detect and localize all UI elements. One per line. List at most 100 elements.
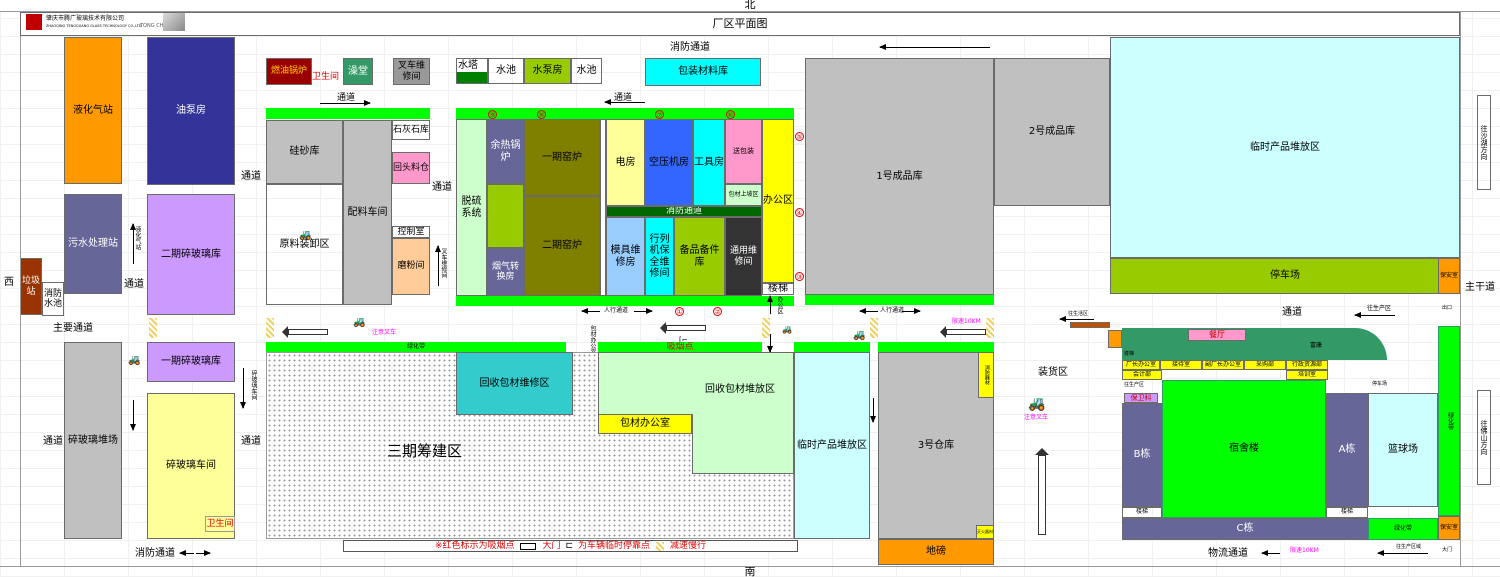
desulfurization-label: 脱硫系统	[461, 196, 482, 219]
office-vertical: 办公区	[776, 296, 783, 314]
company-logo-icon	[26, 14, 42, 30]
forklift-vertical-label: 叉车维修间	[440, 248, 447, 278]
pkg-repair-label: 回收包材维修区	[479, 377, 550, 389]
to-production-label: 往生产区	[1367, 305, 1392, 312]
stair-b-label: 楼梯	[1135, 508, 1148, 516]
marker-2: ②	[713, 307, 722, 316]
office-area-label: 办公区	[763, 195, 793, 207]
office-area: 办公区	[762, 119, 794, 283]
to-shahu-label: 往沙湖方向	[1480, 125, 1489, 160]
oil-boiler-label: 燃油锅炉	[270, 66, 307, 77]
limestone-warehouse: 石灰石库	[392, 120, 430, 140]
to-parking-label: 停车场	[1372, 381, 1388, 387]
finished-warehouse-2: 2号成品库	[994, 58, 1110, 206]
finished-warehouse-1: 1号成品库	[805, 58, 994, 295]
green-belt-raw	[266, 108, 430, 119]
forklift-icon-main2: 🚜	[853, 330, 866, 341]
mold-repair-label: 模具维修房	[610, 245, 641, 268]
fire-pool: 消防水池	[42, 282, 64, 316]
furnace-2-label: 二期窑炉	[542, 240, 582, 252]
legend-slow: 减速慢行	[670, 540, 707, 551]
toilet-left: 卫生间	[205, 516, 235, 532]
forklift-warning-2: 注意叉车	[1024, 414, 1049, 421]
road-right: 通道	[1282, 307, 1302, 318]
dormitory-label: 宿舍楼	[1229, 443, 1259, 455]
green-belt-production	[456, 108, 794, 119]
basketball-court: 篮球场	[1368, 393, 1438, 507]
to-office-label: 往生产区	[1124, 382, 1145, 388]
weighbridge-label: 地磅	[926, 546, 946, 558]
legend-gate-icon	[520, 542, 537, 550]
marker-3: ③	[795, 272, 804, 281]
marker-7: ⑦	[655, 110, 664, 119]
security-office: 保卫科	[1124, 393, 1158, 403]
pack-upload-label: 包材上坡区	[728, 190, 759, 198]
cullet-warehouse-2: 二期碎玻璃库	[147, 194, 235, 315]
flow-arrow-left-1	[282, 326, 328, 338]
pool-1-label: 水池	[496, 65, 516, 77]
logistics-road: 物流通道	[1208, 548, 1248, 559]
green-belt-label-1: 绿化带	[406, 342, 425, 350]
arrow-bottom-r	[196, 550, 211, 556]
forklift-icon-loading: 🚜	[1028, 396, 1046, 412]
temp-product-area-top: 临时产品堆放区	[1110, 37, 1460, 258]
forklift-icon-small: 🚜	[782, 325, 792, 334]
south-label: 南	[744, 566, 756, 577]
arrow-up	[130, 223, 136, 264]
canteen: 餐厅	[1188, 329, 1246, 341]
marker-1: ①	[675, 307, 684, 316]
page-title: 厂区平面图	[712, 16, 768, 30]
forklift-repair: 叉车维修间	[393, 58, 430, 85]
pkg-storage-label: 回收包材堆放区	[705, 383, 775, 395]
legend-park-icon: ⊏	[565, 540, 574, 551]
fire-pool-label: 消防水池	[43, 288, 62, 309]
toilet-top: 卫生间	[312, 72, 340, 82]
marker-4: ④	[795, 208, 804, 217]
dormitory: 宿舍楼	[1162, 380, 1326, 518]
flow-arrow-up	[1035, 448, 1049, 535]
return-silo-label: 回头料仓	[393, 162, 430, 173]
arrow-left-pack	[604, 99, 645, 105]
arrow-ped2-left	[859, 308, 878, 314]
main-road-label: 主干道	[1465, 282, 1495, 293]
mill-room-label: 磨粉间	[397, 261, 425, 272]
building-c-label: C栋	[1236, 523, 1254, 535]
water-tower-base	[457, 72, 487, 83]
finished-warehouse-2-label: 2号成品库	[1028, 126, 1076, 138]
pedestrian-road-2: 人行通道	[880, 307, 905, 314]
arrow-down-mid	[870, 398, 876, 423]
phase3-label: 三期筹建区	[387, 442, 463, 460]
office-director: 厂长办公室	[1122, 360, 1160, 370]
flow-arrow-left-3	[940, 326, 986, 338]
row-machine-label: 行列机保全维修间	[649, 233, 670, 280]
pump-room-label: 水泵房	[532, 65, 563, 77]
waste-heat-boiler-label: 余热锅炉	[490, 140, 521, 163]
pool-2-label: 水池	[576, 65, 597, 77]
to-production-bottom: 往生产区域	[1396, 544, 1422, 550]
arrow-left-right	[1354, 312, 1395, 318]
loading-area: 装货区	[1038, 367, 1068, 378]
air-compressor-label: 空压机房	[649, 156, 689, 168]
stair-label: 楼梯	[768, 283, 788, 295]
to-living-label: 往生活区	[1068, 311, 1089, 317]
furnace-1: 一期窑炉	[524, 119, 600, 196]
pump-room: 水泵房	[524, 58, 571, 84]
fire-road-mid-label: 消防通道	[665, 206, 702, 217]
office-director-label: 厂长办公室	[1125, 360, 1156, 368]
waste-heat-boiler: 余热锅炉	[487, 119, 524, 184]
warehouse-3-label: 3号仓库	[917, 439, 955, 451]
speed-limit-main: 限速10KM	[952, 318, 981, 325]
security-room-bottom: 保安室	[1438, 516, 1460, 540]
recycled-packaging-storage-tail	[692, 414, 794, 474]
arrow-bottom-l	[179, 550, 194, 556]
control-room-label: 控制室	[397, 226, 425, 237]
basketball-court-label: 篮球场	[1388, 444, 1418, 456]
road-left-mid: 通道	[124, 279, 144, 290]
to-shahu-sign: 往沙湖方向	[1477, 95, 1491, 190]
legend-slow-icon	[656, 541, 665, 551]
tool-room-label: 工具房	[694, 156, 724, 168]
arrow-ped-left	[581, 308, 600, 314]
parking-lot: 停车场	[1110, 258, 1460, 294]
slow-zone-1	[149, 318, 157, 338]
green-belt-lower-mid: 吸烟点	[598, 342, 762, 352]
